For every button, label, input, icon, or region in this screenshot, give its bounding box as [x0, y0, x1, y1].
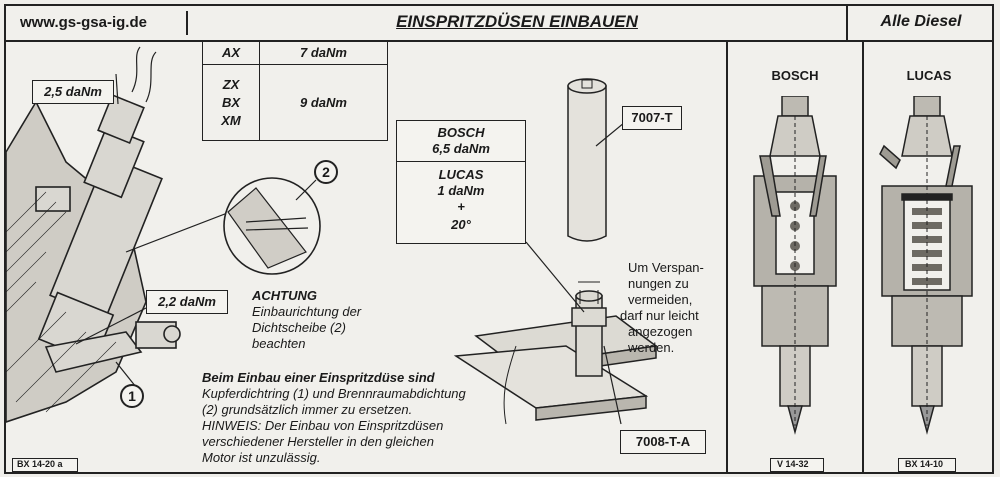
lucas-plus: + [457, 199, 465, 214]
fig-ref-bosch: V 14-32 [777, 459, 809, 469]
fig-ref-left: BX 14-20 a [17, 459, 63, 469]
fig-ref-lucas: BX 14-10 [905, 459, 944, 469]
document-sheet: www.gs-gsa-ig.de EINSPRITZDÜSEN EINBAUEN… [4, 4, 994, 474]
tension-line-5: angezogen [628, 324, 693, 339]
line-torque-value: 2,2 daNm [158, 294, 216, 309]
torque-ax: 7 daNm [259, 40, 388, 65]
bosch-injector-section [753, 96, 837, 435]
header-bar: www.gs-gsa-ig.de EINSPRITZDÜSEN EINBAUEN… [6, 6, 992, 42]
tension-line-3: vermeiden, [628, 292, 693, 307]
tension-line-1: Um Verspan- [628, 260, 704, 275]
model-bx: BX [221, 94, 241, 110]
lucas-section-title: LUCAS [906, 68, 952, 83]
lucas-torque: 1 daNm [437, 183, 485, 198]
divider-right [862, 40, 864, 472]
injector-torque-value: 2,5 daNm [44, 84, 102, 99]
lucas-brand: LUCAS [438, 167, 484, 182]
brand-torque-box: BOSCH 6,5 daNm LUCAS 1 daNm + 20° [396, 120, 526, 244]
line-torque-callout: 2,2 daNm [146, 290, 228, 314]
brand-divider [397, 161, 525, 162]
model-xm: XM [221, 112, 241, 128]
main-note-line-6: Motor ist unzulässig. [202, 450, 321, 465]
main-note-line-5: verschiedener Hersteller in den gleichen [202, 434, 434, 449]
achtung-title: ACHTUNG [252, 288, 317, 303]
tool-7007-label: 7007-T [622, 106, 682, 130]
part-2-marker: 2 [314, 160, 338, 184]
model-ax: AX [202, 40, 260, 65]
main-note-line-4: HINWEIS: Der Einbau von Einspritzdüsen [202, 418, 444, 433]
achtung-line-2: Dichtscheibe (2) [252, 320, 346, 335]
main-note-line-3: (2) grundsätzlich immer zu ersetzen. [202, 402, 413, 417]
tension-line-4: darf nur leicht [620, 308, 699, 323]
achtung-line-1: Einbaurichtung der [252, 304, 362, 319]
fig-ref-left-box: BX 14-20 a [12, 458, 78, 472]
injector-torque-callout: 2,5 daNm [32, 80, 114, 104]
divider-left [726, 40, 728, 472]
tool-7008-text: 7008-T-A [635, 434, 691, 449]
tools-drawing [453, 78, 658, 425]
bosch-torque: 6,5 daNm [432, 141, 490, 156]
main-note-line-1: Beim Einbau einer Einspritzdüse sind [202, 370, 435, 385]
tool-7008-label: 7008-T-A [620, 430, 706, 454]
scope-label: Alle Diesel [846, 6, 994, 40]
fig-ref-lucas-box: BX 14-10 [898, 458, 956, 472]
lucas-angle: 20° [451, 217, 471, 232]
site-url: www.gs-gsa-ig.de [20, 14, 147, 31]
main-note-line-2: Kupferdichtring (1) und Brennraumabdicht… [202, 386, 466, 401]
scope-text: Alle Diesel [880, 13, 962, 30]
tension-line-6: werden. [628, 340, 675, 355]
fig-ref-bosch-box: V 14-32 [770, 458, 824, 472]
torque-zx-bx-xm: 9 daNm [259, 64, 388, 141]
torque-table: AX 7 daNm ZX BX XM 9 daNm [202, 40, 388, 141]
tool-7007-text: 7007-T [631, 110, 673, 125]
page-title: EINSPRITZDÜSEN EINBAUEN [186, 11, 846, 35]
bosch-section-title: BOSCH [771, 68, 819, 83]
model-zx: ZX [222, 76, 240, 92]
part-1-marker: 1 [120, 384, 144, 408]
bosch-brand: BOSCH [437, 125, 485, 140]
achtung-line-3: beachten [252, 336, 306, 351]
tension-line-2: nungen zu [628, 276, 689, 291]
injector-installed-drawing [6, 46, 321, 423]
lucas-injector-section [879, 96, 973, 435]
